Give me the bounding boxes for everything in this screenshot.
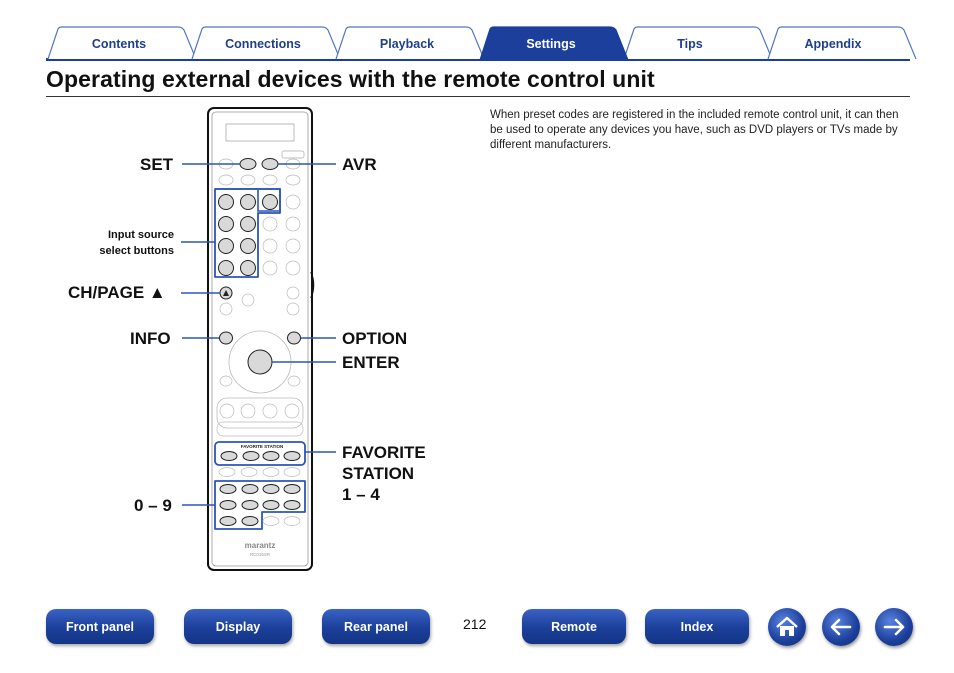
remote-button[interactable]: Remote xyxy=(522,609,626,644)
callout-input-source: Input source select buttons xyxy=(60,227,174,259)
callout-input-source-line2: select buttons xyxy=(99,245,174,257)
page-number: 212 xyxy=(463,616,487,632)
forward-button[interactable] xyxy=(875,608,913,646)
arrow-right-icon xyxy=(883,618,905,636)
rear-panel-button[interactable]: Rear panel xyxy=(322,609,430,644)
remote-brand-logo: marantz xyxy=(244,541,276,550)
display-button[interactable]: Display xyxy=(184,609,292,644)
tab-contents-label: Contents xyxy=(91,37,147,51)
callout-set: SET xyxy=(140,155,174,174)
arrow-left-icon xyxy=(830,618,852,636)
tab-tips-label: Tips xyxy=(677,37,703,51)
back-button[interactable] xyxy=(822,608,860,646)
tab-settings-label: Settings xyxy=(526,37,576,51)
favorite-station-print: FAVORITE STATION xyxy=(240,444,284,449)
title-divider xyxy=(46,96,910,97)
callout-option: OPTION xyxy=(342,329,408,348)
front-panel-button[interactable]: Front panel xyxy=(46,609,154,644)
callout-input-source-line1: Input source xyxy=(107,229,174,241)
callout-info: INFO xyxy=(130,329,171,348)
callout-favorite-line1: FAVORITE xyxy=(342,443,426,462)
tab-appendix-label: Appendix xyxy=(804,37,862,51)
home-button[interactable] xyxy=(768,608,806,646)
callout-avr: AVR xyxy=(342,155,377,174)
callout-ch-page: CH/PAGE ▲ xyxy=(68,283,166,302)
home-icon xyxy=(776,616,798,636)
intro-paragraph: When preset codes are registered in the … xyxy=(490,109,899,151)
tab-connections-label: Connections xyxy=(225,37,301,51)
callout-zero-nine: 0 – 9 xyxy=(134,496,172,515)
tab-playback-label: Playback xyxy=(379,37,435,51)
callout-enter: ENTER xyxy=(342,353,400,372)
callout-favorite-station: FAVORITE STATION 1 – 4 xyxy=(342,442,426,505)
callout-favorite-line3: 1 – 4 xyxy=(342,485,380,504)
tab-shapes xyxy=(46,26,917,61)
callout-favorite-line2: STATION xyxy=(342,464,415,483)
tab-bar: Contents Connections Playback Settings T… xyxy=(46,25,917,61)
remote-model-print: RC015SR xyxy=(249,552,271,557)
index-button[interactable]: Index xyxy=(645,609,749,644)
page-title: Operating external devices with the remo… xyxy=(46,66,655,92)
